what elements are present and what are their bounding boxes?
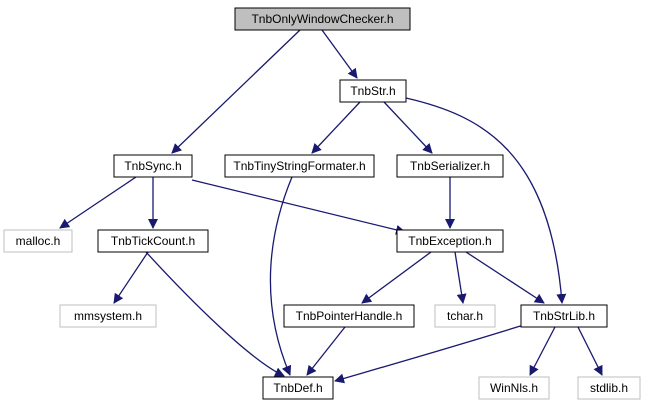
- node-label-mmsys: mmsystem.h: [74, 309, 142, 323]
- edge-exc-to-ptr: [361, 251, 432, 304]
- node-ptr[interactable]: TnbPointerHandle.h: [283, 304, 415, 328]
- edges-layer: [59, 29, 603, 384]
- edge-strlib-to-stdlib: [577, 326, 603, 376]
- edge-ptr-to-def: [306, 326, 346, 376]
- node-label-ptr: TnbPointerHandle.h: [296, 309, 403, 323]
- edge-exc-to-strlib: [465, 251, 545, 304]
- node-label-tchar: tchar.h: [447, 309, 483, 323]
- node-label-def: TnbDef.h: [273, 381, 322, 395]
- node-box-stdlib: [577, 376, 641, 400]
- node-box-tick: [97, 229, 209, 253]
- node-box-malloc: [3, 229, 73, 253]
- node-label-root: TnbOnlyWindowChecker.h: [251, 12, 393, 26]
- edge-strlib-to-def: [334, 322, 531, 384]
- edge-tick-to-mmsys: [113, 251, 149, 304]
- node-ser[interactable]: TnbSerializer.h: [396, 154, 504, 178]
- edge-str-to-strlib: [405, 97, 567, 304]
- edge-str-to-ser: [383, 101, 433, 154]
- node-box-exc: [396, 229, 504, 253]
- node-label-str: TnbStr.h: [350, 84, 395, 98]
- edge-strlib-to-winnls: [529, 326, 556, 376]
- node-label-tick: TnbTickCount.h: [111, 234, 195, 248]
- node-strlib[interactable]: TnbStrLib.h: [520, 304, 608, 328]
- node-box-def: [262, 376, 334, 400]
- node-label-malloc: malloc.h: [16, 234, 61, 248]
- edge-exc-to-tchar: [454, 251, 467, 304]
- node-str[interactable]: TnbStr.h: [339, 79, 407, 103]
- node-label-ser: TnbSerializer.h: [410, 159, 490, 173]
- node-box-root: [234, 7, 411, 31]
- node-tiny[interactable]: TnbTinyStringFormater.h: [224, 154, 375, 178]
- edge-root-to-str: [321, 29, 358, 79]
- edge-sync-to-malloc: [59, 176, 137, 229]
- node-exc[interactable]: TnbException.h: [396, 229, 504, 253]
- node-box-sync: [113, 154, 193, 178]
- node-box-ser: [396, 154, 504, 178]
- node-label-stdlib: stdlib.h: [590, 381, 628, 395]
- node-tchar: tchar.h: [434, 304, 496, 328]
- node-mmsys: mmsystem.h: [59, 304, 157, 328]
- edge-sync-to-exc: [191, 179, 406, 235]
- node-box-tiny: [224, 154, 375, 178]
- node-box-strlib: [520, 304, 608, 328]
- node-box-mmsys: [59, 304, 157, 328]
- edge-root-to-sync: [171, 29, 301, 154]
- node-def[interactable]: TnbDef.h: [262, 376, 334, 400]
- node-box-tchar: [434, 304, 496, 328]
- node-stdlib: stdlib.h: [577, 376, 641, 400]
- node-label-tiny: TnbTinyStringFormater.h: [233, 159, 365, 173]
- node-sync[interactable]: TnbSync.h: [113, 154, 193, 178]
- node-winnls: WinNls.h: [478, 376, 550, 400]
- node-label-exc: TnbException.h: [408, 234, 491, 248]
- node-malloc: malloc.h: [3, 229, 73, 253]
- node-tick[interactable]: TnbTickCount.h: [97, 229, 209, 253]
- edge-tiny-to-def: [269, 176, 293, 376]
- node-root[interactable]: TnbOnlyWindowChecker.h: [234, 7, 411, 31]
- node-box-ptr: [283, 304, 415, 328]
- node-box-winnls: [478, 376, 550, 400]
- node-box-str: [339, 79, 407, 103]
- node-label-strlib: TnbStrLib.h: [533, 309, 595, 323]
- edge-tick-to-def: [145, 251, 285, 377]
- node-label-winnls: WinNls.h: [490, 381, 538, 395]
- node-label-sync: TnbSync.h: [124, 159, 181, 173]
- edge-str-to-tiny: [311, 101, 361, 154]
